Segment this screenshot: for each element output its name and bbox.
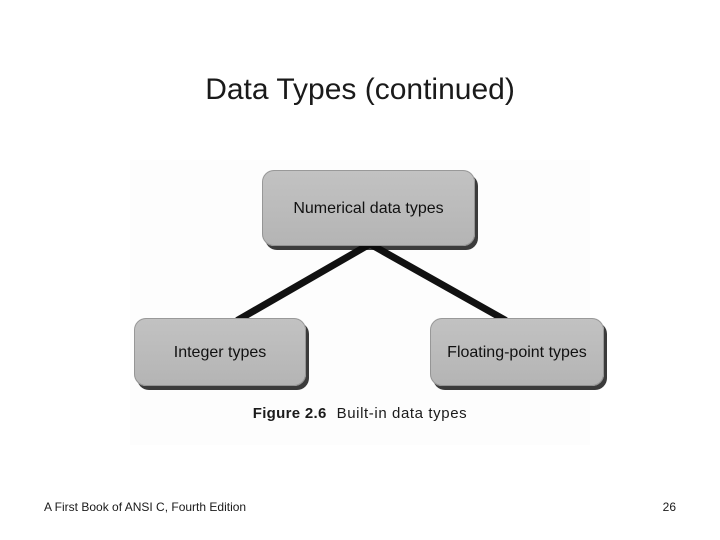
connector-line-right xyxy=(366,240,509,324)
page-title: Data Types (continued) xyxy=(205,73,515,107)
node-label: Numerical data types xyxy=(293,199,444,217)
node-label: Integer types xyxy=(173,343,267,361)
node-numerical-data-types[interactable]: Numerical data types xyxy=(262,170,475,246)
diagram-connectors xyxy=(234,240,509,324)
node-floating-point-types[interactable]: Floating-point types xyxy=(430,318,604,386)
node-label: Floating-point types xyxy=(447,343,587,361)
footer-source-text: A First Book of ANSI C, Fourth Edition xyxy=(44,500,247,514)
connector-line-left xyxy=(234,240,374,324)
diagram-canvas: Numerical data types Integer types Float… xyxy=(130,160,604,445)
figure-caption-label: Figure 2.6 xyxy=(252,405,327,422)
footer-page-number: 26 xyxy=(662,500,676,514)
node-integer-types[interactable]: Integer types xyxy=(134,318,306,386)
figure-diagram: Numerical data types Integer types Float… xyxy=(130,160,604,445)
figure-caption: Figure 2.6 Built-in data types xyxy=(130,405,590,422)
slide-footer: A First Book of ANSI C, Fourth Edition 2… xyxy=(44,500,676,514)
figure-caption-text: Built-in data types xyxy=(336,405,468,422)
